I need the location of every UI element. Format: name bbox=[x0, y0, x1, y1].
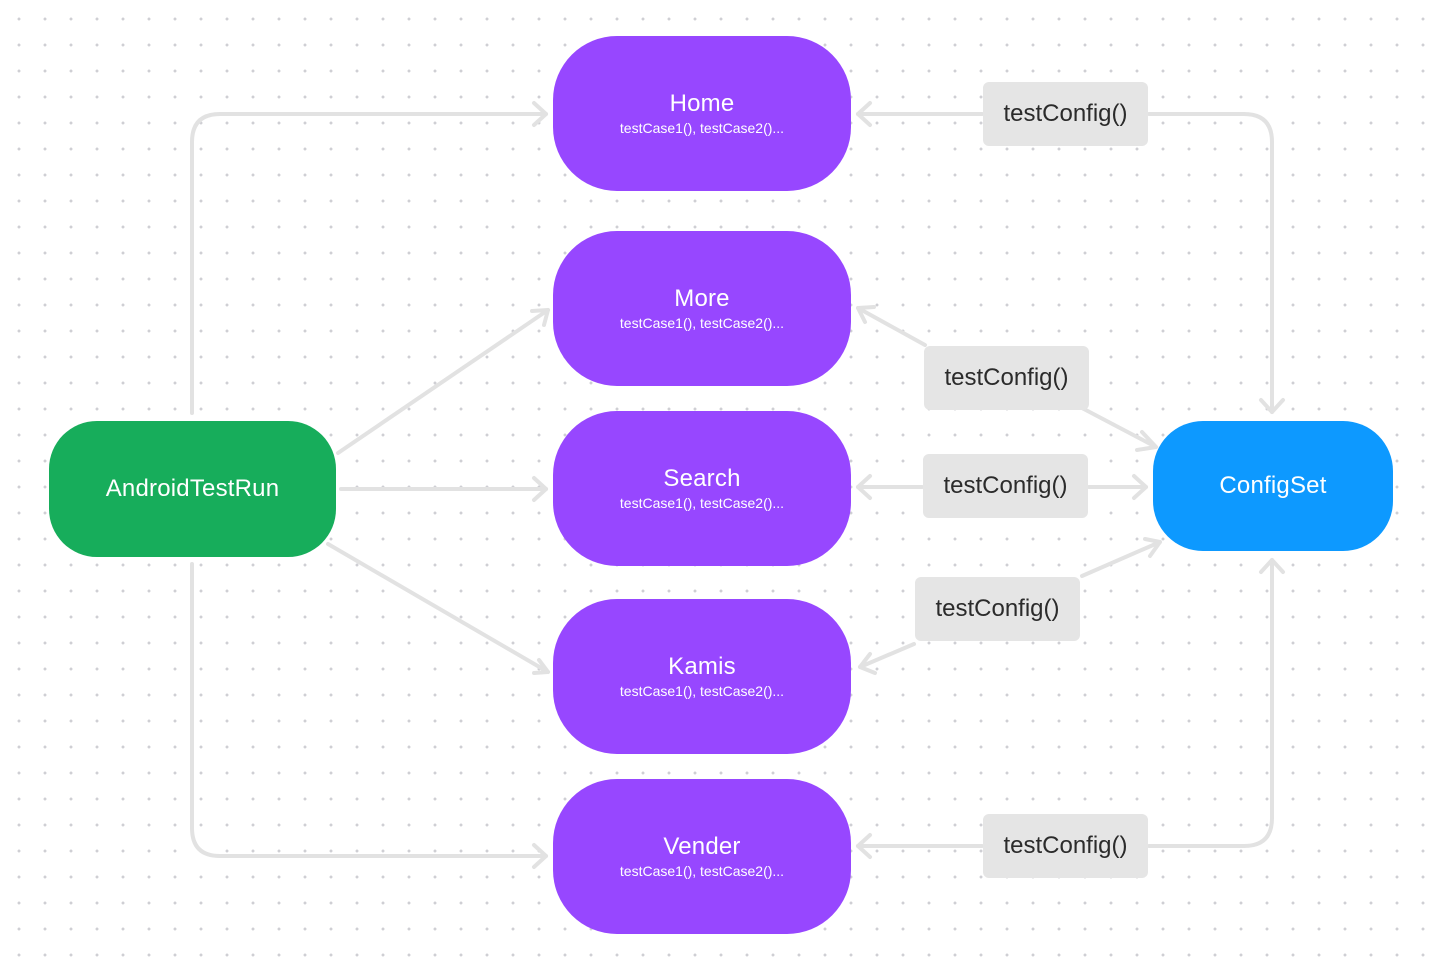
screen-title: Search bbox=[663, 465, 741, 492]
edge-more-config-left bbox=[856, 306, 927, 347]
screen-test-cases: testCase1(), testCase2()... bbox=[619, 495, 785, 511]
node-label: ConfigSet bbox=[1219, 472, 1327, 499]
screen-title: More bbox=[674, 285, 730, 312]
arrowhead-config-upper bbox=[1135, 430, 1158, 452]
edge-run-to-more bbox=[336, 308, 550, 455]
arrowhead-search-right bbox=[856, 474, 872, 500]
edge-vender-config-right bbox=[1147, 558, 1274, 848]
edge-home-config-right bbox=[1147, 112, 1274, 414]
node-label: AndroidTestRun bbox=[105, 475, 280, 502]
edge-label-search[interactable]: testConfig() bbox=[923, 454, 1088, 518]
arrowhead-home-left bbox=[532, 101, 548, 127]
edge-more-config-right bbox=[1080, 406, 1158, 449]
arrowhead-config-mid bbox=[1132, 474, 1148, 500]
screen-test-cases: testCase1(), testCase2()... bbox=[619, 120, 785, 136]
arrowhead-config-lower bbox=[1143, 537, 1162, 558]
edge-label-home[interactable]: testConfig() bbox=[983, 82, 1148, 146]
arrowhead-kamis-left bbox=[532, 658, 550, 675]
edge-kamis-config-right bbox=[1080, 540, 1162, 578]
arrowhead-vender-left bbox=[532, 843, 548, 869]
edge-label-kamis[interactable]: testConfig() bbox=[915, 577, 1080, 641]
arrowhead-kamis-right bbox=[858, 652, 877, 675]
screen-node-search[interactable]: Search testCase1(), testCase2()... bbox=[553, 411, 851, 566]
arrowhead-vender-right bbox=[856, 833, 872, 859]
screen-title: Home bbox=[669, 90, 735, 117]
screen-node-home[interactable]: Home testCase1(), testCase2()... bbox=[553, 36, 851, 191]
config-set-node[interactable]: ConfigSet bbox=[1153, 421, 1393, 551]
screen-test-cases: testCase1(), testCase2()... bbox=[619, 315, 785, 331]
screen-node-kamis[interactable]: Kamis testCase1(), testCase2()... bbox=[553, 599, 851, 754]
screen-node-vender[interactable]: Vender testCase1(), testCase2()... bbox=[553, 779, 851, 934]
arrowhead-home-right bbox=[856, 101, 872, 127]
arrowhead-config-bottom bbox=[1259, 558, 1285, 574]
edge-run-to-kamis bbox=[326, 542, 550, 674]
arrowhead-more-right bbox=[856, 305, 876, 324]
edge-kamis-config-left bbox=[858, 642, 916, 669]
edge-run-to-home bbox=[190, 112, 548, 415]
screen-title: Vender bbox=[663, 833, 741, 860]
screen-test-cases: testCase1(), testCase2()... bbox=[619, 683, 785, 699]
arrowhead-more-left bbox=[530, 308, 550, 327]
edge-label-vender[interactable]: testConfig() bbox=[983, 814, 1148, 878]
screen-node-more[interactable]: More testCase1(), testCase2()... bbox=[553, 231, 851, 386]
edge-label-more[interactable]: testConfig() bbox=[924, 346, 1089, 410]
arrowhead-search-left bbox=[532, 476, 548, 502]
android-test-run-node[interactable]: AndroidTestRun bbox=[49, 421, 336, 557]
edge-run-to-vender bbox=[190, 562, 548, 858]
arrowhead-config-top bbox=[1259, 398, 1285, 414]
screen-title: Kamis bbox=[668, 653, 736, 680]
screen-test-cases: testCase1(), testCase2()... bbox=[619, 863, 785, 879]
